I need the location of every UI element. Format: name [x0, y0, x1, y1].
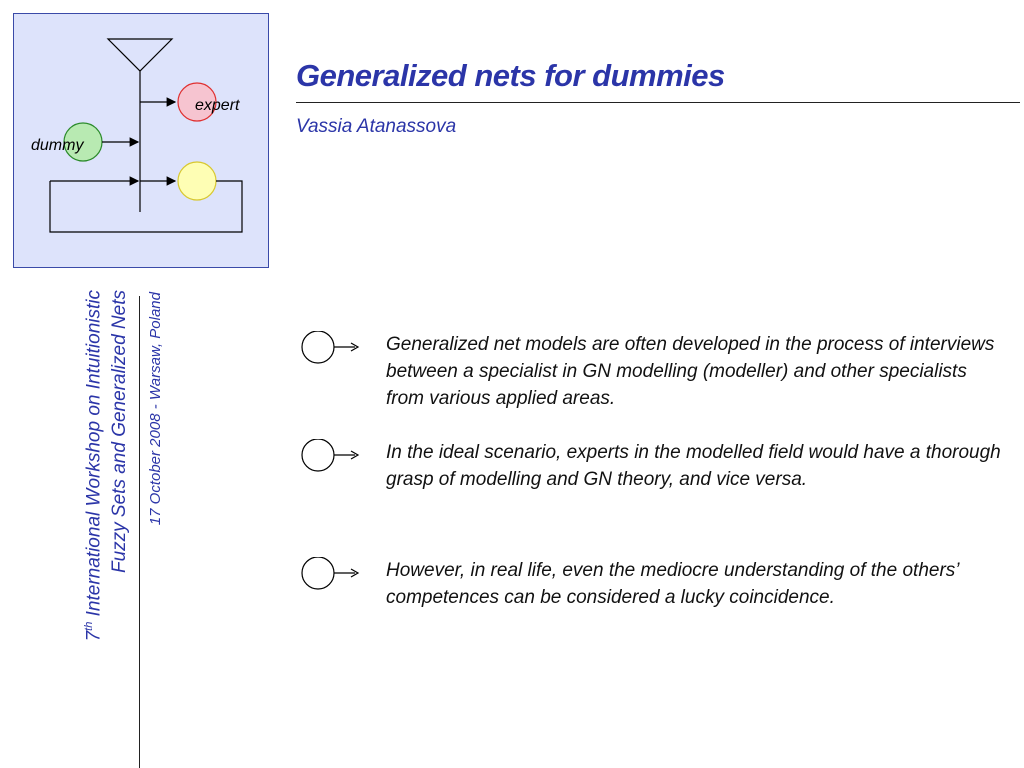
- workshop-name: 7th International Workshop on Intuitioni…: [76, 290, 133, 715]
- circle-arrow-icon: [301, 557, 360, 590]
- workshop-line-1-rest: International Workshop on Intuitionistic: [83, 290, 105, 622]
- workshop-ordinal-suffix: th: [83, 621, 95, 631]
- gn-transition-diagram: expert dummy: [31, 38, 243, 233]
- dummy-label: dummy: [31, 137, 84, 154]
- bullet-item: However, in real life, even the mediocre…: [300, 557, 1020, 657]
- circle-arrow-icon: [301, 331, 360, 364]
- expert-place-icon: [177, 82, 217, 122]
- sidebar-divider: [139, 296, 140, 768]
- workshop-line-2: Fuzzy Sets and Generalized Nets: [109, 290, 131, 574]
- bullet-text: Generalized net models are often develop…: [386, 334, 995, 409]
- date-location: 17 October 2008 - Warsaw, Poland: [147, 292, 164, 526]
- bullet-item: In the ideal scenario, experts in the mo…: [300, 439, 1020, 539]
- workshop-line-1: 7th International Workshop on Intuitioni…: [76, 290, 107, 715]
- expert-label: expert: [195, 97, 240, 114]
- title-divider: [296, 102, 1020, 103]
- transition-triangle-icon: [106, 38, 174, 72]
- bullet-item: Generalized net models are often develop…: [300, 331, 1020, 431]
- output-place-icon: [177, 161, 217, 201]
- bullet-text: However, in real life, even the mediocre…: [386, 560, 959, 608]
- workshop-number: 7: [83, 630, 105, 642]
- bullet-text: In the ideal scenario, experts in the mo…: [386, 442, 1001, 490]
- author-name: Vassia Atanassova: [296, 116, 457, 137]
- page-title: Generalized nets for dummies: [296, 58, 725, 93]
- gn-logo-diagram: expert dummy: [13, 13, 269, 268]
- loop-line: [49, 180, 243, 233]
- circle-arrow-icon: [301, 439, 360, 472]
